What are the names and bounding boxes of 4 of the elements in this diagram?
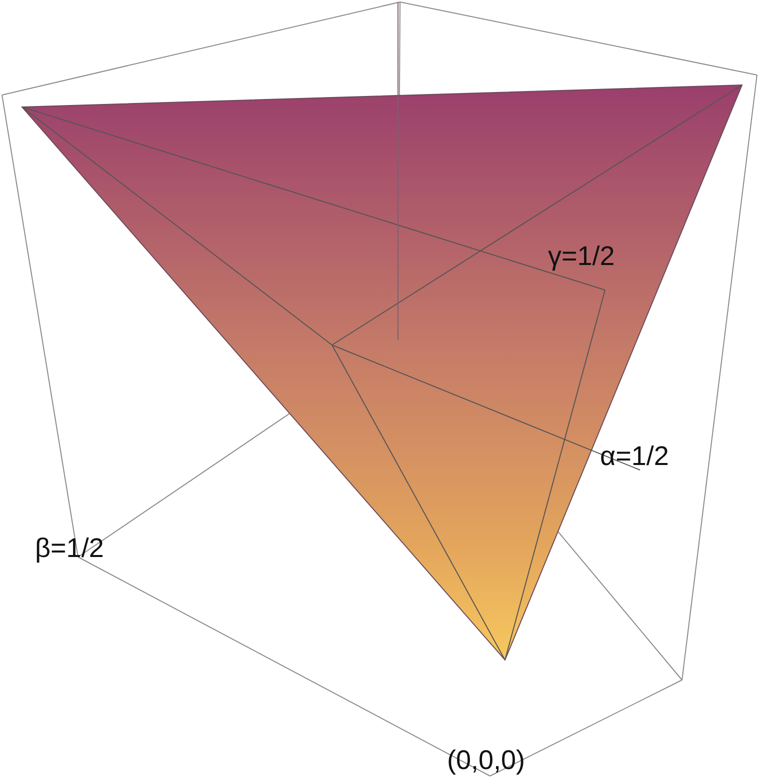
point-label: γ=1/2 bbox=[548, 243, 615, 270]
point-label: β=1/2 bbox=[35, 535, 104, 562]
origin-label: (0,0,0) bbox=[447, 747, 526, 774]
point-label: α=1/2 bbox=[600, 443, 669, 470]
